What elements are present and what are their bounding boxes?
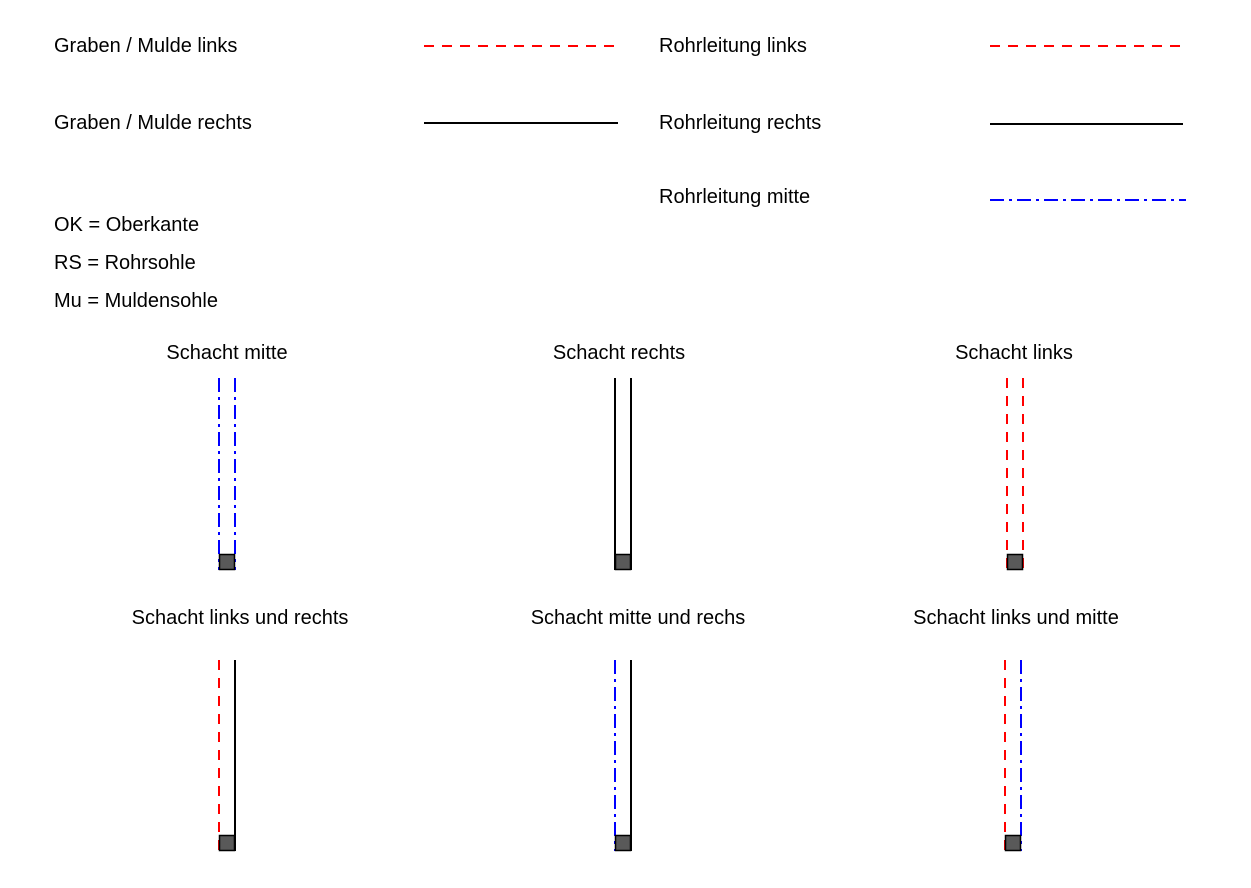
shaft-mitte-base bbox=[218, 553, 236, 571]
shaft-title-links-und-rechts: Schacht links und rechts bbox=[131, 607, 349, 629]
shaft-title-rechts: Schacht rechts bbox=[552, 342, 686, 364]
shaft-links-und-mitte-base bbox=[1004, 834, 1022, 852]
shaft-links-base bbox=[1006, 553, 1024, 571]
shaft-rechts-base bbox=[614, 553, 632, 571]
abbreviation-ok: OK = Oberkante bbox=[54, 214, 200, 236]
legend-label-rohr-mitte: Rohrleitung mitte bbox=[659, 186, 811, 208]
shaft-links-und-rechts-base bbox=[218, 834, 236, 852]
shaft-title-mitte-und-rechs: Schacht mitte und rechs bbox=[530, 607, 746, 629]
legend-label-rohr-rechts: Rohrleitung rechts bbox=[659, 112, 822, 134]
legend-label-graben-links: Graben / Mulde links bbox=[54, 35, 238, 57]
shaft-title-links-und-mitte: Schacht links und mitte bbox=[913, 607, 1119, 629]
abbreviation-rs: RS = Rohrsohle bbox=[54, 252, 196, 274]
shaft-mitte-und-rechs-base bbox=[614, 834, 632, 852]
shaft-title-mitte: Schacht mitte bbox=[166, 342, 288, 364]
legend-label-graben-rechts: Graben / Mulde rechts bbox=[54, 112, 252, 134]
abbreviation-mu: Mu = Muldensohle bbox=[54, 290, 218, 312]
shaft-title-links: Schacht links bbox=[955, 342, 1073, 364]
legend-label-rohr-links: Rohrleitung links bbox=[659, 35, 807, 57]
